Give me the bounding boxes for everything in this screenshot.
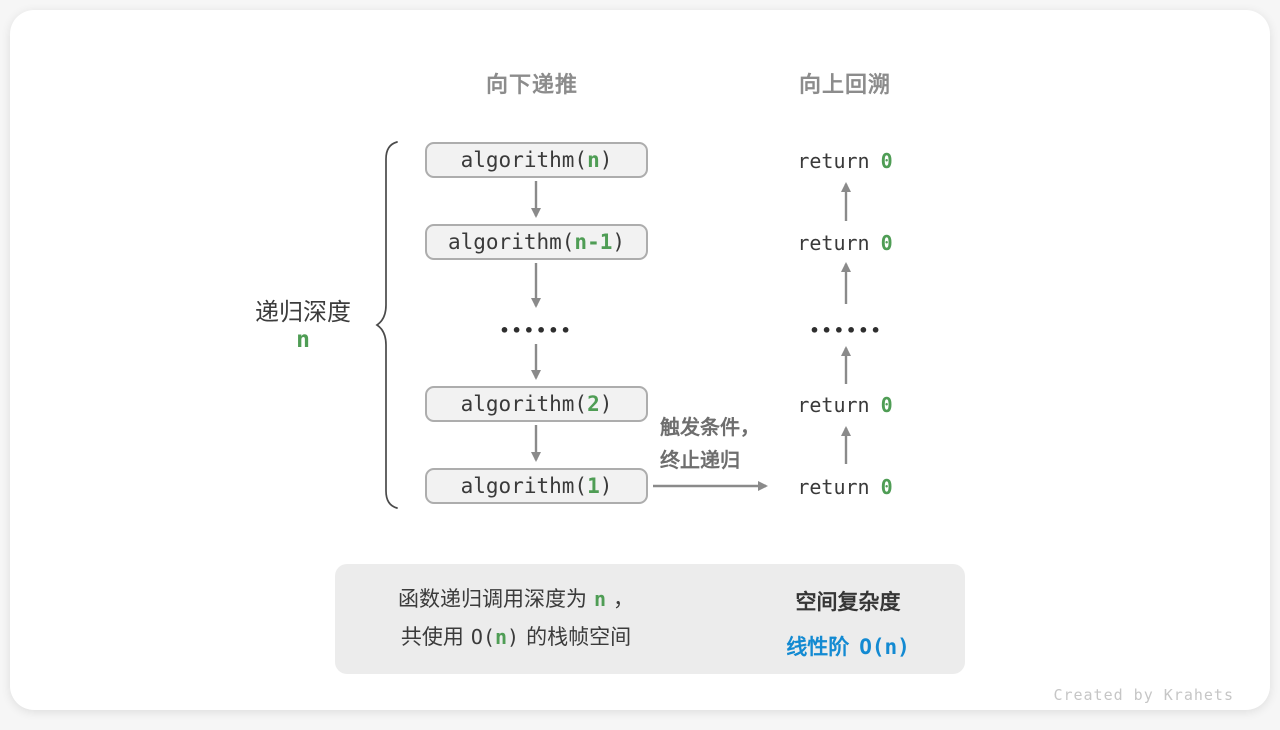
call-text: algorithm( [460, 148, 588, 172]
call-arg: n [587, 148, 600, 172]
header-upward-backtrack: 向上回溯 [798, 73, 891, 98]
diagram-card: 向下递推 向上回溯 algorithm(n) [10, 10, 1270, 710]
recursion-depth-value: n [296, 327, 310, 353]
base-case-note-line1: 触发条件， [660, 415, 760, 439]
depth-brace [375, 141, 398, 509]
call-text: algorithm( [460, 392, 588, 416]
call-box-n-1: algorithm(n-1) [425, 224, 648, 260]
ellipsis-left: •••••• [499, 321, 573, 340]
summary-panel [335, 564, 965, 674]
header-downward-recursion: 向下递推 [485, 73, 578, 98]
call-arg: 2 [587, 392, 600, 416]
base-case-note-line2: 终止递归 [660, 448, 740, 472]
call-arg: n-1 [574, 230, 613, 254]
call-text: algorithm( [460, 474, 588, 498]
call-box-2: algorithm(2) [425, 386, 648, 422]
call-text: algorithm( [447, 230, 575, 254]
space-complexity-title: 空间复杂度 [795, 590, 901, 614]
credit-text: Created by Krahets [1053, 686, 1234, 704]
base-case-note: 触发条件， 终止递归 [660, 411, 800, 477]
call-box-n: algorithm(n) [425, 142, 648, 178]
call-box-1: algorithm(1) [425, 468, 648, 504]
ellipsis-right: •••••• [809, 321, 883, 340]
recursion-depth-label: 递归深度 [255, 298, 351, 326]
call-arg: 1 [587, 474, 600, 498]
